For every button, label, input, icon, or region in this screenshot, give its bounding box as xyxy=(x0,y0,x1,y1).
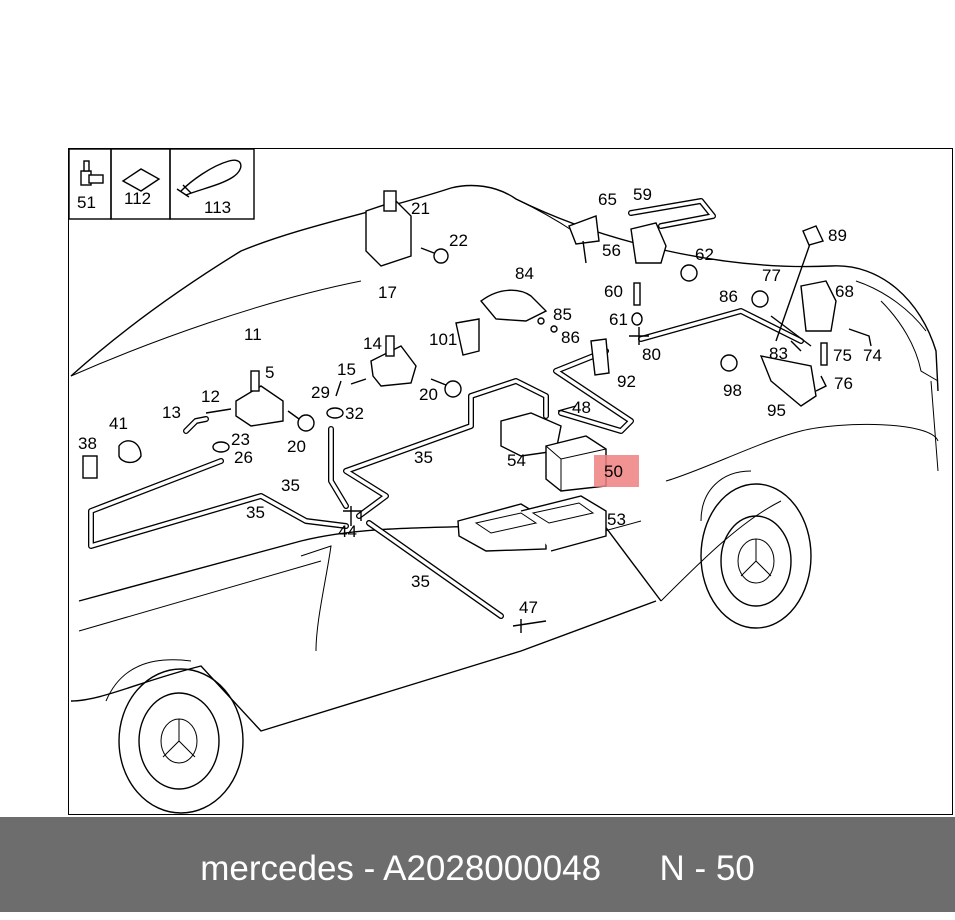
position-label: N - 50 xyxy=(659,849,755,888)
callout-labels: 5 11 12 13 14 15 17 20 20 21 22 23 26 29… xyxy=(78,185,882,617)
callout-101: 101 xyxy=(429,330,457,349)
parts-diagram: 51 112 113 xyxy=(68,148,953,815)
callout-60: 60 xyxy=(604,282,623,301)
callout-38: 38 xyxy=(78,434,97,453)
callout-95: 95 xyxy=(767,401,786,420)
callout-54: 54 xyxy=(507,451,526,470)
footer-bar: mercedes - A2028000048 N - 50 xyxy=(0,817,955,912)
components xyxy=(82,190,837,552)
brand-name: mercedes xyxy=(200,849,354,888)
rear-wheel xyxy=(700,470,812,629)
callout-26: 26 xyxy=(234,448,253,467)
callout-62: 62 xyxy=(695,245,714,264)
callout-13: 13 xyxy=(162,403,181,422)
legend-panel: 51 112 113 xyxy=(69,149,255,220)
car-body-outline xyxy=(70,184,939,732)
callout-86-a: 86 xyxy=(561,328,580,347)
footer-caption: mercedes - A2028000048 N - 50 xyxy=(0,817,955,912)
part-number: A2028000048 xyxy=(383,849,602,888)
callout-75: 75 xyxy=(833,346,852,365)
callout-35-b: 35 xyxy=(281,476,300,495)
cable-tie-icon xyxy=(176,159,242,198)
highlight-marker xyxy=(594,455,639,487)
callout-83: 83 xyxy=(769,344,788,363)
callout-92: 92 xyxy=(617,372,636,391)
callout-11: 11 xyxy=(244,325,262,344)
callout-14: 14 xyxy=(363,334,382,353)
callout-61: 61 xyxy=(609,310,628,329)
callout-77: 77 xyxy=(762,266,781,285)
callout-29: 29 xyxy=(311,383,330,402)
pad-icon xyxy=(121,168,161,192)
callout-22: 22 xyxy=(449,231,468,250)
callout-76: 76 xyxy=(834,374,853,393)
connectors xyxy=(343,317,649,633)
callout-59: 59 xyxy=(633,185,652,204)
callout-74: 74 xyxy=(863,346,882,365)
callout-48: 48 xyxy=(572,398,591,417)
callout-44: 44 xyxy=(338,522,357,541)
callout-56: 56 xyxy=(602,241,621,260)
car-vacuum-system-drawing: 51 112 113 xyxy=(69,149,939,814)
legend-label-112: 112 xyxy=(124,189,151,208)
callout-35-d: 35 xyxy=(411,572,430,591)
legend-label-51: 51 xyxy=(77,193,96,212)
callout-98: 98 xyxy=(723,381,742,400)
callout-35-a: 35 xyxy=(414,448,433,467)
callout-32: 32 xyxy=(345,404,364,423)
callout-80: 80 xyxy=(642,345,661,364)
callout-85: 85 xyxy=(553,305,572,324)
callout-21: 21 xyxy=(411,199,430,218)
separator: - xyxy=(363,849,376,888)
callout-35-c: 35 xyxy=(246,503,265,522)
callout-86-b: 86 xyxy=(719,287,738,306)
callout-20-a: 20 xyxy=(287,437,306,456)
callout-23: 23 xyxy=(231,430,250,449)
callout-20-b: 20 xyxy=(419,385,438,404)
callout-41: 41 xyxy=(109,414,128,433)
callout-17: 17 xyxy=(378,283,397,302)
callout-68: 68 xyxy=(835,282,854,301)
callout-47: 47 xyxy=(519,598,538,617)
callout-5: 5 xyxy=(265,363,274,382)
callout-84: 84 xyxy=(515,264,534,283)
callout-15: 15 xyxy=(337,360,356,379)
front-wheel xyxy=(105,659,244,814)
callout-65: 65 xyxy=(598,190,617,209)
callout-53: 53 xyxy=(607,510,626,529)
legend-label-113: 113 xyxy=(204,198,231,217)
vacuum-lines xyxy=(88,198,872,619)
bolt-icon xyxy=(80,160,104,186)
callout-12: 12 xyxy=(201,387,220,406)
callout-89: 89 xyxy=(828,226,847,245)
callout-50: 50 xyxy=(604,462,623,481)
